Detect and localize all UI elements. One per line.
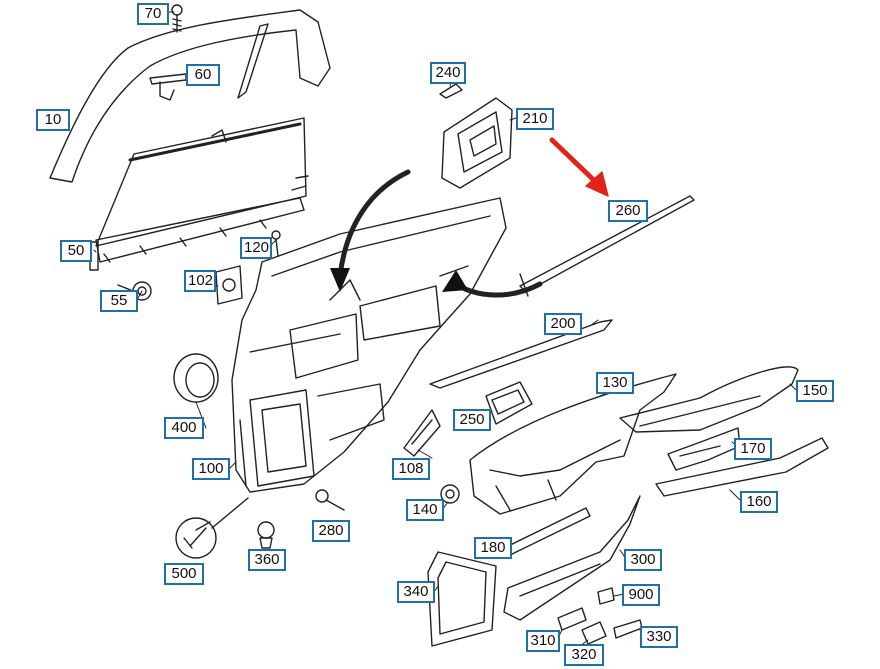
callout-310: 310 — [526, 630, 560, 652]
callout-102: 102 — [184, 270, 216, 292]
part-260-trim-strip — [519, 195, 695, 297]
callout-400: 400 — [164, 417, 204, 439]
callout-55: 55 — [100, 290, 138, 312]
callout-170: 170 — [734, 438, 772, 460]
part-300-lower-trim — [503, 495, 641, 621]
part-130-armrest-carrier — [469, 373, 677, 515]
callout-500: 500 — [164, 563, 204, 585]
callout-320: 320 — [564, 644, 604, 666]
part-900-clip — [597, 587, 615, 605]
callout-200: 200 — [544, 313, 582, 335]
callout-300: 300 — [624, 549, 662, 571]
part-108-trim — [403, 409, 441, 457]
part-10-window-frame-trim — [49, 9, 331, 183]
part-320-lamp — [581, 621, 607, 645]
callout-108: 108 — [392, 458, 430, 480]
part-160-lower-strip — [655, 437, 829, 497]
callout-210: 210 — [516, 108, 554, 130]
callout-100: 100 — [192, 458, 230, 480]
callout-70: 70 — [137, 3, 169, 25]
callout-280: 280 — [312, 520, 350, 542]
part-240-clip — [439, 83, 463, 99]
callout-260: 260 — [608, 200, 648, 222]
part-210-handle-bracket — [441, 97, 513, 189]
part-180-strip — [503, 507, 591, 557]
part-150-armrest — [619, 366, 799, 433]
part-310-switch — [557, 607, 587, 631]
part-340-pocket-frame — [427, 551, 497, 647]
part-140-grommet — [440, 484, 460, 504]
highlight-arrow — [549, 137, 609, 197]
part-120-clip — [271, 230, 281, 257]
callout-140: 140 — [406, 499, 444, 521]
part-330-light-strip — [613, 619, 643, 639]
callout-160: 160 — [740, 491, 778, 513]
callout-10: 10 — [36, 109, 70, 131]
part-200-upper-trim — [429, 319, 613, 389]
leader-lines — [93, 11, 797, 647]
part-102-bracket — [215, 265, 243, 305]
callout-330: 330 — [640, 626, 678, 648]
assembly-arrowheads — [330, 268, 468, 292]
callout-150: 150 — [796, 380, 834, 402]
part-100-door-panel — [231, 197, 507, 493]
callout-250: 250 — [453, 409, 491, 431]
part-360-clip — [257, 521, 275, 549]
part-70-screw — [171, 4, 183, 33]
callout-50: 50 — [60, 240, 92, 262]
part-500-tool — [175, 497, 249, 559]
callout-180: 180 — [474, 537, 512, 559]
part-250-handle-insert — [485, 381, 533, 425]
callout-900: 900 — [622, 584, 660, 606]
part-400-speaker-ring — [173, 353, 219, 403]
callout-120: 120 — [240, 237, 272, 259]
callout-360: 360 — [248, 549, 286, 571]
callout-60: 60 — [186, 64, 220, 86]
part-280-screw — [315, 489, 345, 511]
callout-130: 130 — [596, 372, 634, 394]
callout-240: 240 — [430, 62, 466, 84]
part-50-sunblind — [89, 117, 309, 271]
part-170-handle — [667, 427, 741, 471]
callout-340: 340 — [397, 581, 435, 603]
part-60-clip — [149, 73, 187, 101]
